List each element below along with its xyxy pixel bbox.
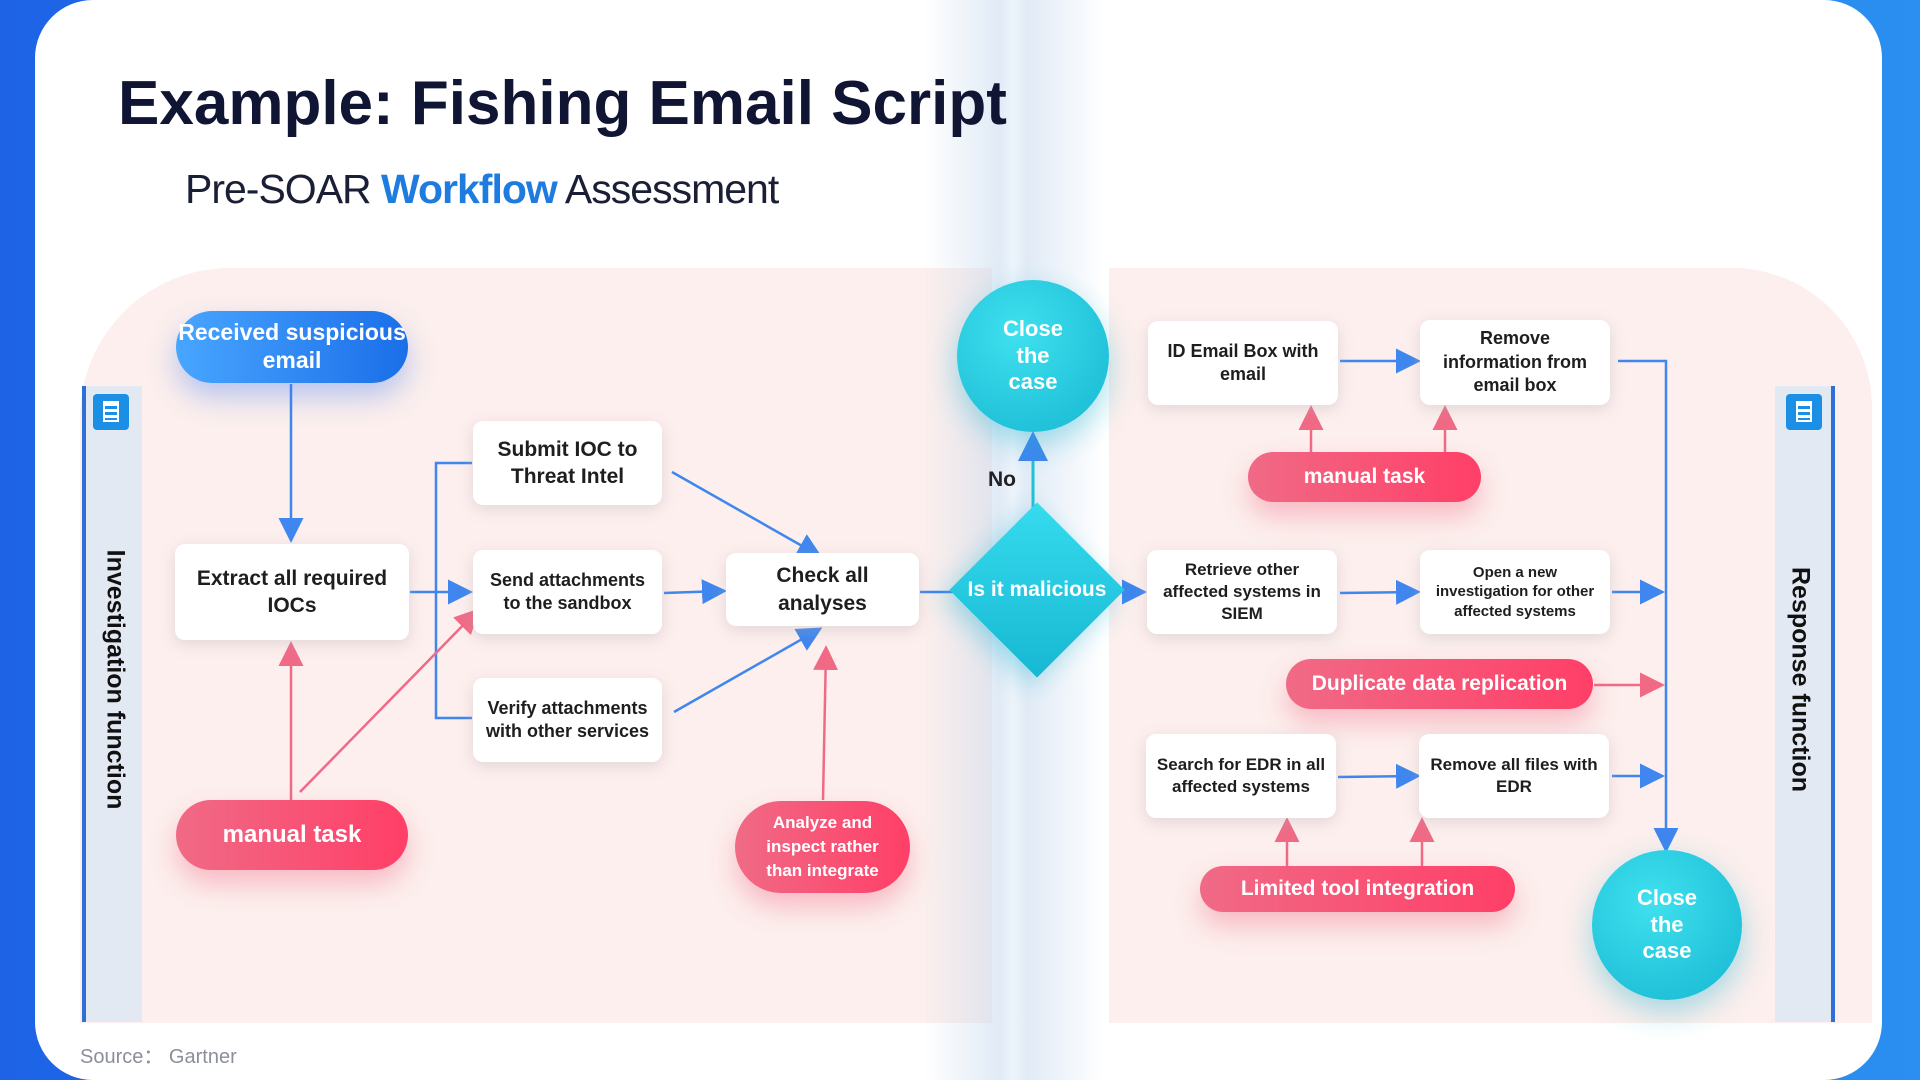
node-received-email: Received suspicious email <box>176 311 408 383</box>
node-manual-task-right: manual task <box>1248 452 1481 502</box>
page-subtitle: Pre-SOAR Workflow Assessment <box>185 166 779 213</box>
node-send-sandbox: Send attachments to the sandbox <box>473 550 662 634</box>
arrow-analyze-to-check <box>813 645 839 801</box>
page-title: Example: Fishing Email Script <box>118 69 1007 138</box>
node-verify-attachments: Verify attachments with other services <box>473 678 662 762</box>
subtitle-accent: Workflow <box>381 166 558 212</box>
node-limited-tool: Limited tool integration <box>1200 866 1515 912</box>
arrow-collector <box>1618 359 1679 853</box>
node-is-malicious: Is it malicious <box>949 502 1125 678</box>
node-check-analyses: Check all analyses <box>726 553 919 626</box>
node-submit-ioc: Submit IOC to Threat Intel <box>473 421 662 505</box>
slide <box>35 0 1882 1080</box>
node-close-case-top: Close the case <box>957 280 1109 432</box>
arrow-retrieve-to-open <box>1339 579 1421 605</box>
node-remove-info: Remove information from email box <box>1420 320 1610 405</box>
node-remove-files: Remove all files with EDR <box>1419 734 1609 818</box>
node-duplicate-data: Duplicate data replication <box>1286 659 1593 709</box>
node-open-investigation: Open a new investigation for other affec… <box>1420 550 1610 634</box>
subtitle-pre: Pre-SOAR <box>185 166 382 212</box>
arrow-search-to-removefiles <box>1337 763 1421 789</box>
node-extract-iocs: Extract all required IOCs <box>175 544 409 640</box>
lane-line <box>1831 386 1835 1022</box>
node-manual-task-left: manual task <box>176 800 408 870</box>
label-no: No <box>988 468 1016 491</box>
node-analyze-inspect: Analyze and inspect rather than integrat… <box>735 801 910 893</box>
decision-label: Is it malicious <box>967 577 1107 601</box>
arrow-submit-to-check <box>671 470 823 558</box>
clipboard-icon <box>1786 394 1822 430</box>
source-note: Source： Gartner <box>80 1046 237 1068</box>
branch-bracket <box>434 461 472 720</box>
node-id-email-box: ID Email Box with email <box>1148 321 1338 405</box>
arrow-manual-to-sandbox <box>299 608 480 793</box>
investigation-lane <box>82 386 142 1022</box>
node-search-edr: Search for EDR in all affected systems <box>1146 734 1336 818</box>
left-zone <box>80 268 992 1023</box>
clipboard-icon <box>93 394 129 430</box>
node-retrieve-siem: Retrieve other affected systems in SIEM <box>1147 550 1337 634</box>
lane-line <box>82 386 86 1022</box>
response-lane <box>1775 386 1835 1022</box>
arrow-verify-to-check <box>673 627 823 714</box>
subtitle-post: Assessment <box>556 166 779 212</box>
arrow-sandbox-to-check <box>663 579 727 605</box>
node-close-case-bottom: Close the case <box>1592 850 1742 1000</box>
